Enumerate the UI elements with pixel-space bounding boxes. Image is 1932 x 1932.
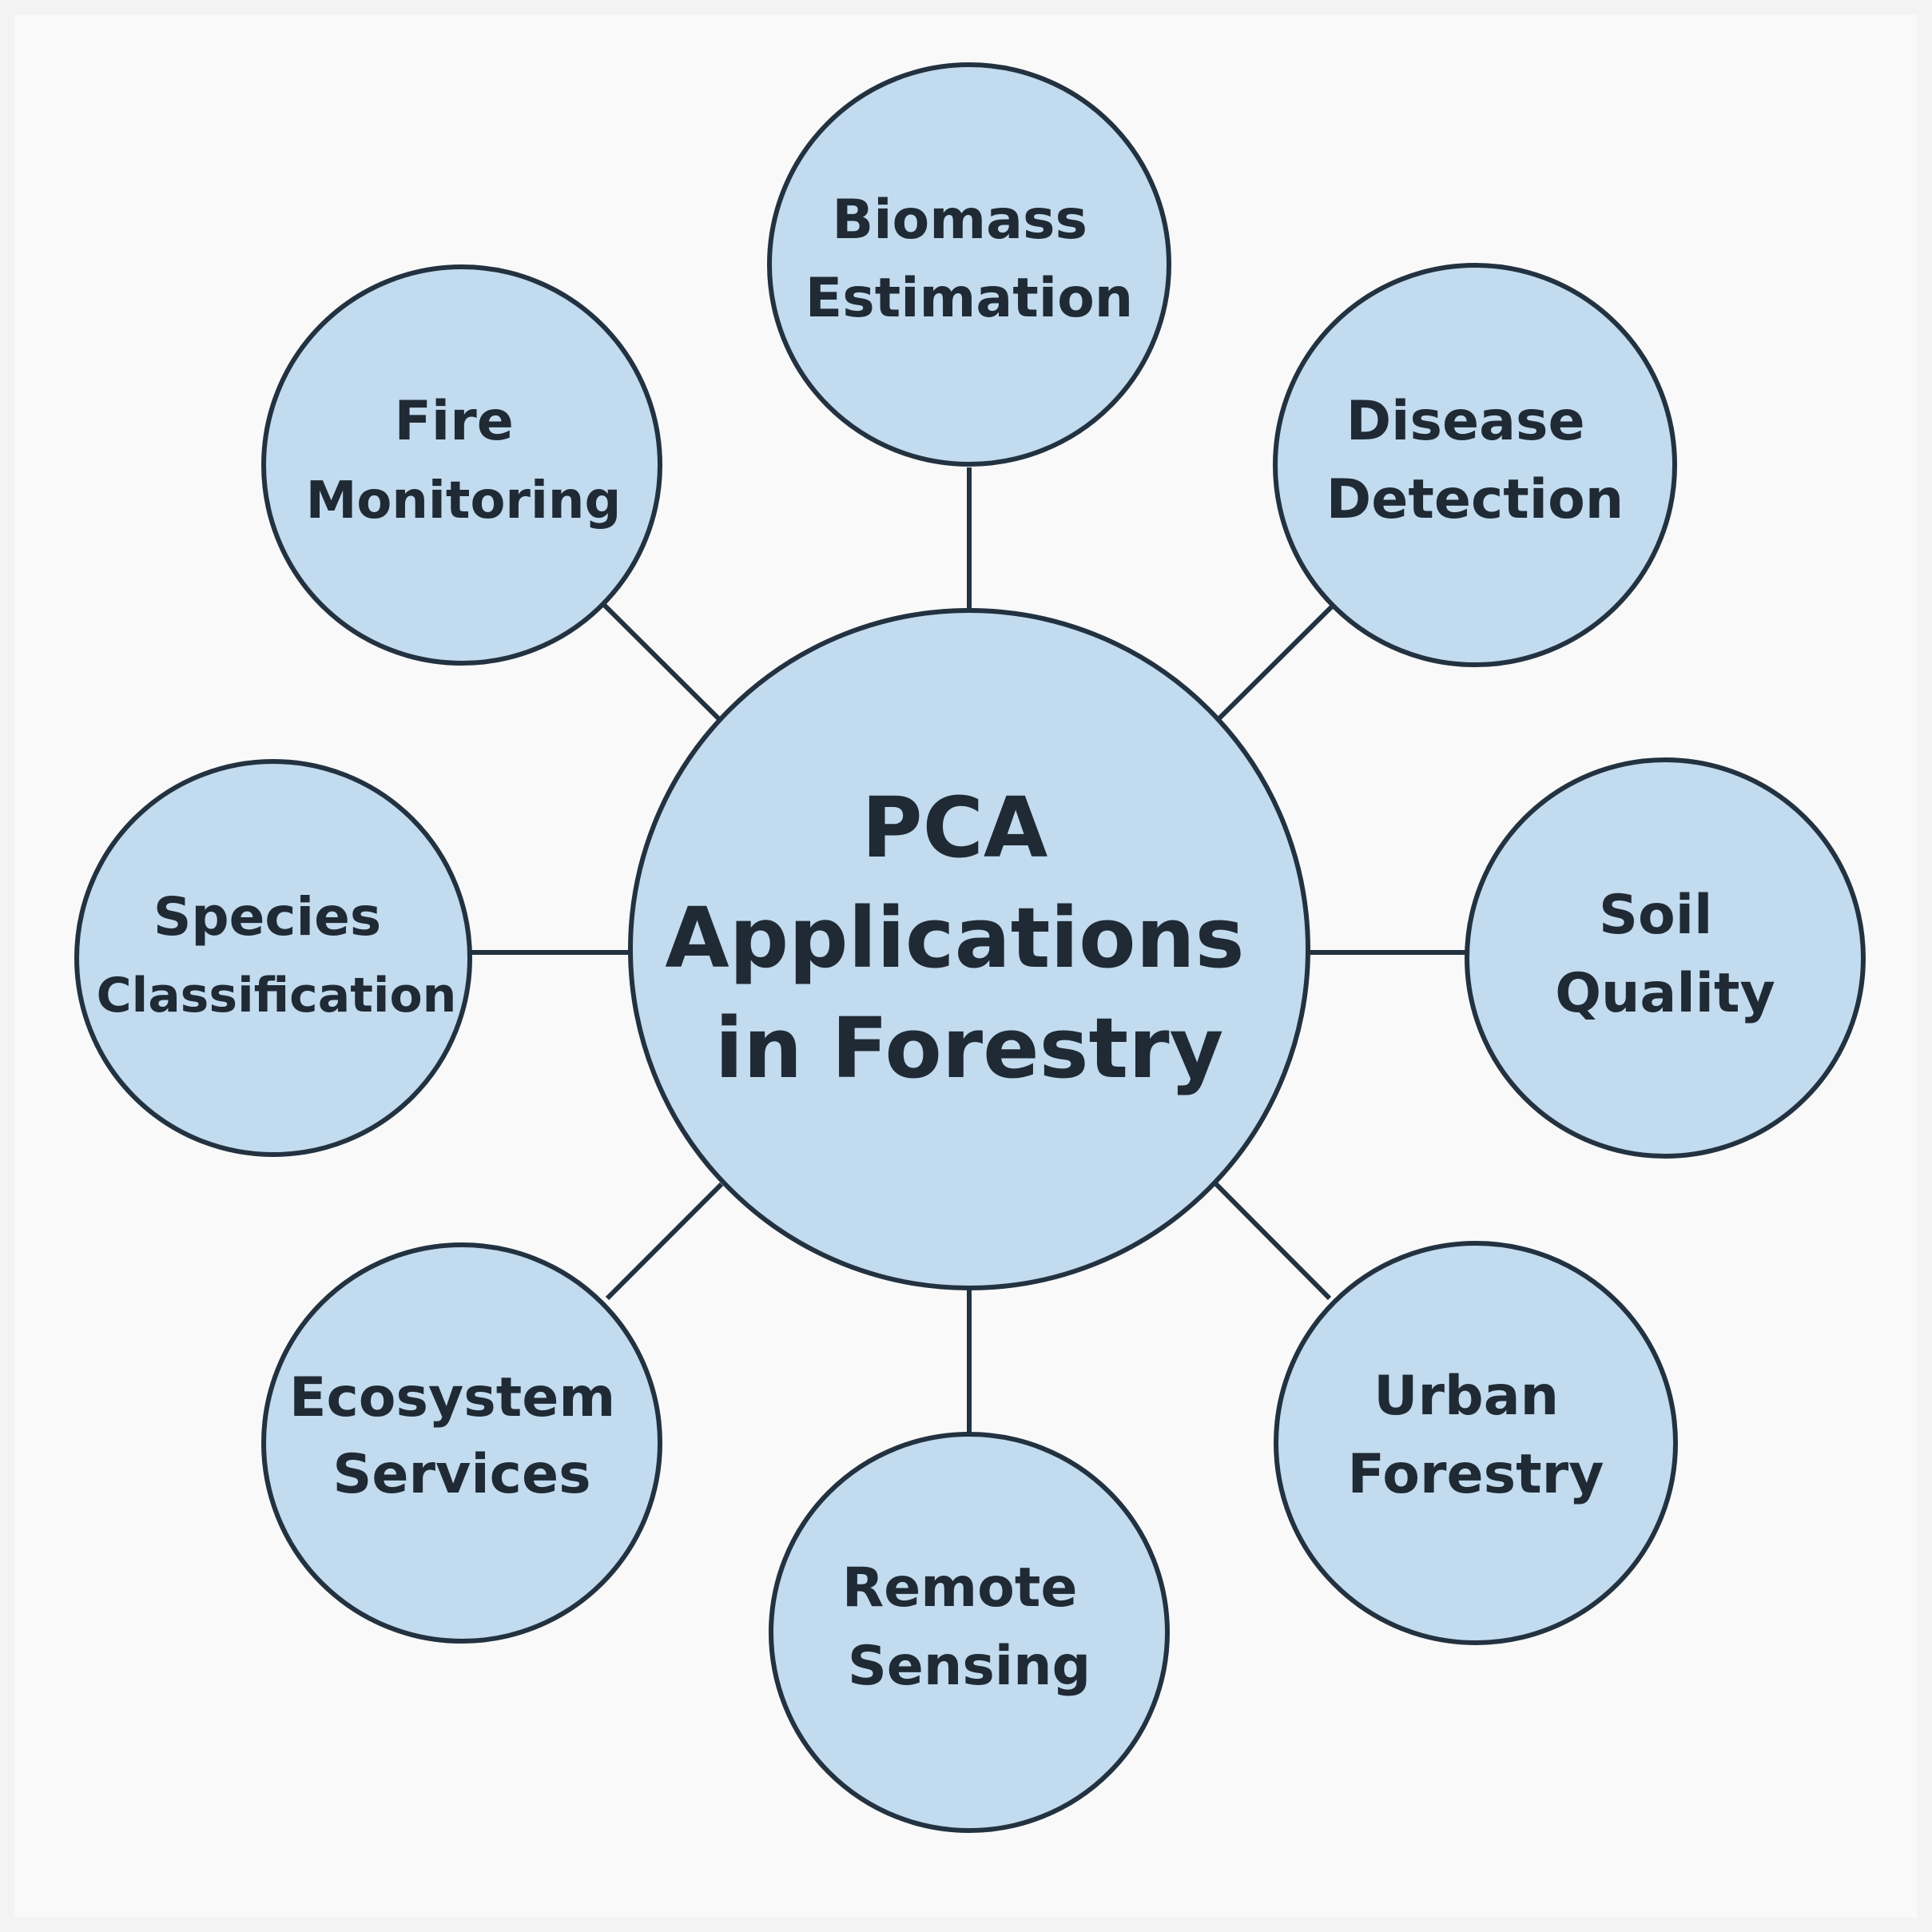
node-label: Ecosystem Services (289, 1366, 634, 1506)
node-label-line: Classification (97, 968, 457, 1024)
node-label-line: Estimation (805, 267, 1133, 330)
node-circle (767, 62, 1171, 467)
node-circle (1273, 263, 1677, 667)
node-label-line: Forestry (1348, 1443, 1604, 1506)
node-label: Soil Quality (1555, 884, 1775, 1025)
node-label-line: Sensing (848, 1635, 1091, 1698)
center-label-line: Applications (665, 889, 1244, 987)
connector-ecosystem-services (605, 1182, 724, 1301)
center-label-line: PCA (861, 779, 1047, 877)
node-label: Fire Monitoring (306, 390, 622, 531)
center-node: PCA Applications in Forestry (628, 608, 1310, 1290)
node-label-line: Quality (1555, 962, 1775, 1025)
node-label-line: Remote (842, 1556, 1078, 1620)
node-label-line: Ecosystem (289, 1366, 615, 1429)
node-label: Disease Detection (1326, 390, 1624, 531)
node-label-line: Monitoring (306, 471, 622, 531)
node-label: Remote Sensing (842, 1556, 1096, 1698)
node-label-line: Fire (394, 390, 513, 453)
node-soil-quality: Soil Quality (1465, 757, 1866, 1159)
node-label-line: Detection (1326, 468, 1624, 531)
connector-disease-detection (1216, 603, 1335, 722)
node-circle (261, 1242, 662, 1644)
connector-urban-forestry (1214, 1182, 1332, 1301)
node-label-line: Biomass (832, 189, 1087, 252)
node-label-line: Soil (1599, 884, 1712, 947)
node-label: Urban Forestry (1348, 1365, 1604, 1506)
center-label: PCA Applications in Forestry (665, 779, 1273, 1097)
node-label: Species Classification (97, 886, 457, 1024)
node-biomass-estimation: Biomass Estimation (767, 62, 1171, 467)
node-circle (1274, 1241, 1678, 1645)
node-circle (769, 1432, 1170, 1833)
center-circle (628, 608, 1310, 1290)
connectors (470, 467, 1469, 1433)
node-disease-detection: Disease Detection (1273, 263, 1677, 667)
node-urban-forestry: Urban Forestry (1274, 1241, 1678, 1645)
node-label-line: Species (153, 886, 381, 948)
node-circle (74, 759, 472, 1157)
node-circle (261, 264, 662, 666)
node-ecosystem-services: Ecosystem Services (261, 1242, 662, 1644)
node-species-classification: Species Classification (74, 759, 472, 1157)
connector-fire-monitoring (601, 602, 722, 722)
node-fire-monitoring: Fire Monitoring (261, 264, 662, 666)
node-label: Biomass Estimation (805, 189, 1133, 330)
node-label-line: Disease (1346, 390, 1585, 453)
node-remote-sensing: Remote Sensing (769, 1432, 1170, 1833)
center-label-line: in Forestry (715, 1000, 1224, 1097)
node-label-line: Services (332, 1443, 590, 1506)
node-circle (1465, 757, 1866, 1159)
node-label-line: Urban (1373, 1365, 1559, 1428)
